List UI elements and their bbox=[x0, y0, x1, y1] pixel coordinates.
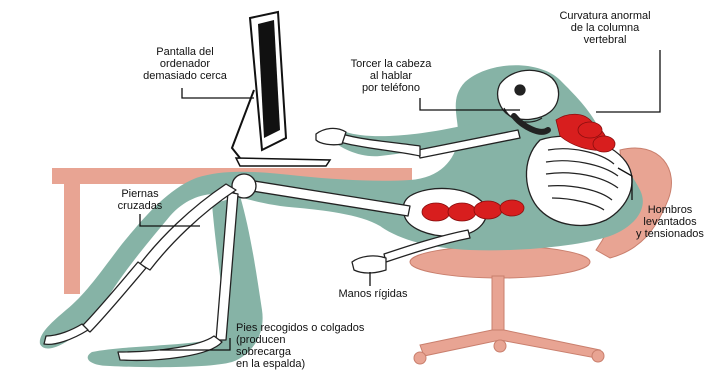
hand-keyboard bbox=[316, 128, 346, 144]
label-pantalla-cerca: Pantalla del ordenador demasiado cerca bbox=[130, 46, 240, 82]
lower-hand bbox=[352, 256, 386, 273]
label-hombros-tensionados: Hombros levantados y tensionados bbox=[628, 204, 712, 240]
eye-socket bbox=[515, 85, 525, 95]
leader-curvatura bbox=[596, 50, 660, 112]
label-curvatura-columna: Curvatura anormal de la columna vertebra… bbox=[530, 10, 680, 46]
upper-back-stress-1 bbox=[578, 122, 602, 138]
upper-back-stress-2 bbox=[593, 136, 615, 152]
leader-pantalla bbox=[182, 88, 254, 98]
lower-back-stress-4 bbox=[500, 200, 524, 216]
lower-back-stress-3 bbox=[474, 201, 502, 219]
computer-monitor bbox=[232, 12, 330, 166]
lower-back-stress-1 bbox=[422, 203, 450, 221]
label-torcer-cabeza: Torcer la cabeza al hablar por teléfono bbox=[336, 58, 446, 94]
label-piernas-cruzadas: Piernas cruzadas bbox=[100, 188, 180, 212]
label-manos-rigidas: Manos rígidas bbox=[318, 288, 428, 300]
label-pies-recogidos: Pies recogidos o colgados (producen sobr… bbox=[236, 322, 416, 370]
lower-back-stress-2 bbox=[448, 203, 476, 221]
